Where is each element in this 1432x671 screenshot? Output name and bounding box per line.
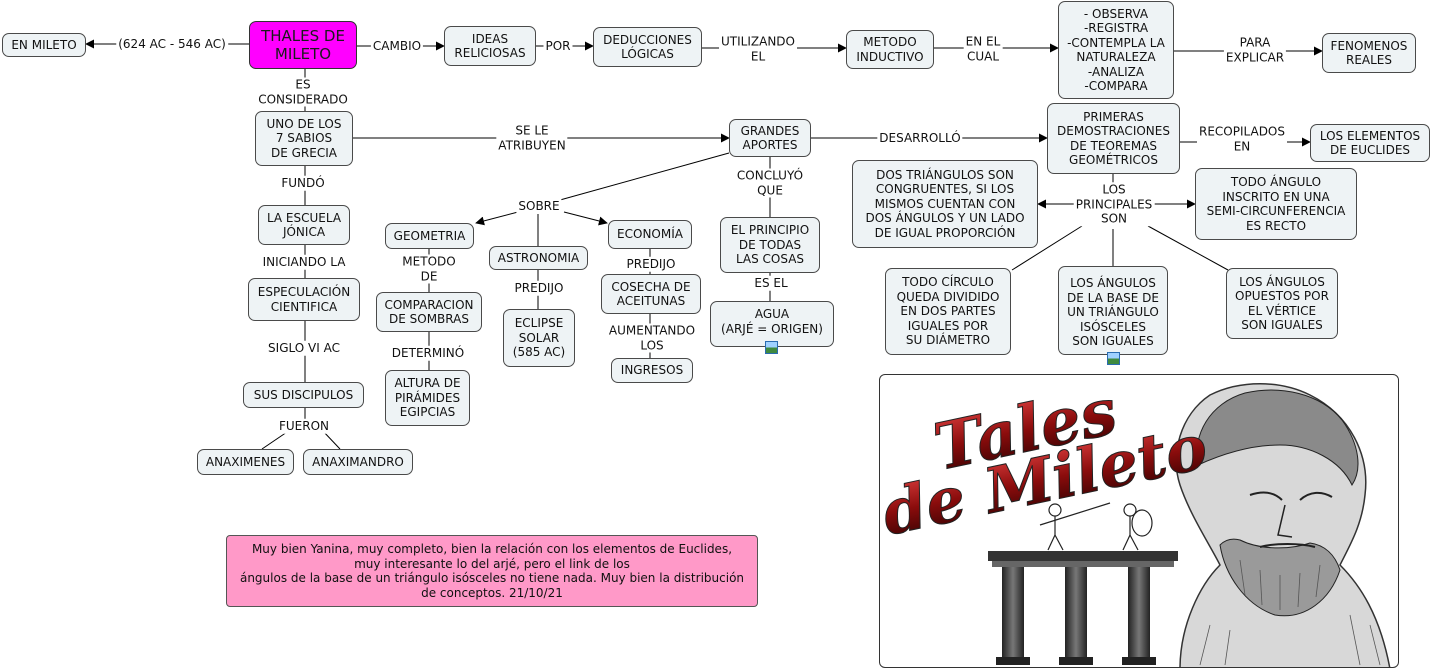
note-line: ángulos de la base de un triángulo isósc…: [239, 571, 745, 585]
greek-columns: [988, 551, 1178, 665]
node-deducciones-logicas[interactable]: DEDUCCIONES LÓGICAS: [593, 27, 702, 67]
node-sus-discipulos[interactable]: SUS DISCIPULOS: [243, 382, 364, 408]
node-triangulos-congruentes[interactable]: DOS TRIÁNGULOS SON CONGRUENTES, SI LOS M…: [852, 160, 1038, 248]
node-ingresos[interactable]: INGRESOS: [611, 358, 693, 383]
label-fechas: (624 AC - 546 AC): [116, 36, 228, 52]
node-escuela-jonica[interactable]: LA ESCUELA JÓNICA: [258, 205, 350, 245]
label-para-explicar: PARA EXPLICAR: [1223, 35, 1287, 65]
node-ideas-religiosas[interactable]: IDEAS RELICIOSAS: [444, 26, 536, 66]
label-cambio: CAMBIO: [370, 38, 424, 54]
node-astronomia[interactable]: ASTRONOMIA: [489, 246, 588, 270]
label-desarrollo: DESARROLLÓ: [877, 130, 963, 146]
node-elementos-euclides[interactable]: LOS ELEMENTOS DE EUCLIDES: [1310, 124, 1430, 162]
image-link-icon[interactable]: [1107, 352, 1120, 365]
label-en-el-cual: EN EL CUAL: [963, 34, 1003, 64]
warriors-drawing: [1039, 502, 1153, 551]
label-se-le-atribuyen: SE LE ATRIBUYEN: [496, 123, 568, 153]
node-primeras-demostraciones[interactable]: PRIMERAS DEMOSTRACIONES DE TEOREMAS GEOM…: [1047, 103, 1180, 174]
node-comparacion-sombras[interactable]: COMPARACION DE SOMBRAS: [376, 292, 482, 332]
label-predijo-astronomia: PREDIJO: [512, 280, 566, 296]
node-circulo-dividido[interactable]: TODO CÍRCULO QUEDA DIVIDIDO EN DOS PARTE…: [885, 268, 1011, 355]
label-aumentando-los: AUMENTANDO LOS: [606, 323, 698, 353]
node-economia[interactable]: ECONOMÍA: [608, 220, 692, 249]
node-metodo-inductivo[interactable]: METODO INDUCTIVO: [846, 30, 934, 69]
image-link-icon[interactable]: [765, 341, 778, 354]
node-geometria[interactable]: GEOMETRIA: [385, 223, 474, 249]
node-grandes-aportes[interactable]: GRANDES APORTES: [729, 119, 811, 157]
note-line: Muy bien Yanina, muy completo, bien la r…: [251, 542, 733, 556]
label-los-principales-son: LOS PRINCIPALES SON: [1073, 182, 1155, 226]
node-altura-piramides[interactable]: ALTURA DE PIRÁMIDES EGIPCIAS: [385, 370, 470, 426]
node-en-mileto[interactable]: EN MILETO: [2, 33, 86, 57]
bust-drawing: [1175, 383, 1391, 667]
label-fundo: FUNDÓ: [279, 175, 327, 191]
node-anaximandro[interactable]: ANAXIMANDRO: [303, 449, 413, 475]
label-es-el: ES EL: [752, 275, 790, 291]
note-line: muy interesante lo del arjé, pero el lin…: [354, 556, 630, 571]
label-sobre: SOBRE: [516, 198, 562, 214]
teacher-feedback-note: Muy bien Yanina, muy completo, bien la r…: [226, 535, 758, 607]
node-angulos-isosceles[interactable]: LOS ÁNGULOS DE LA BASE DE UN TRIÁNGULO I…: [1058, 266, 1168, 355]
label-iniciando-la: INICIANDO LA: [260, 254, 348, 270]
label-utilizando-el: UTILIZANDO EL: [719, 34, 797, 64]
node-cosecha-aceitunas[interactable]: COSECHA DE ACEITUNAS: [601, 274, 701, 314]
root-node-thales[interactable]: THALES DE MILETO: [249, 21, 357, 69]
label-metodo-de: METODO DE: [400, 254, 458, 284]
thales-illustration: Tales de Mileto: [880, 375, 1391, 667]
node-fenomenos-reales[interactable]: FENOMENOS REALES: [1322, 33, 1416, 73]
label-siglo-vi: SIGLO VI AC: [266, 340, 342, 356]
label-por: POR: [543, 38, 573, 54]
label-es-considerado: ES CONSIDERADO: [256, 77, 350, 107]
thales-portrait-image: Tales de Mileto: [879, 374, 1399, 668]
node-eclipse-solar[interactable]: ECLIPSE SOLAR (585 AC): [503, 309, 575, 367]
label-determino: DETERMINÓ: [389, 345, 467, 361]
node-observa-list[interactable]: - OBSERVA -REGISTRA -CONTEMPLA LA NATURA…: [1058, 1, 1174, 99]
label-recopilados-en: RECOPILADOS EN: [1197, 124, 1287, 154]
node-angulos-opuestos[interactable]: LOS ÁNGULOS OPUESTOS POR EL VÉRTICE SON …: [1226, 268, 1338, 339]
node-anaximenes[interactable]: ANAXIMENES: [197, 449, 294, 475]
node-especulacion-cientifica[interactable]: ESPECULACIÓN CIENTIFICA: [248, 278, 360, 321]
label-fueron: FUERON: [276, 418, 332, 434]
label-predijo-economia: PREDIJO: [624, 256, 678, 272]
label-concluyo-que: CONCLUYÓ QUE: [734, 168, 806, 198]
node-angulo-inscrito[interactable]: TODO ÁNGULO INSCRITO EN UNA SEMI-CIRCUNF…: [1195, 168, 1357, 240]
node-siete-sabios[interactable]: UNO DE LOS 7 SABIOS DE GRECIA: [255, 111, 353, 166]
node-principio-cosas[interactable]: EL PRINCIPIO DE TODAS LAS COSAS: [720, 217, 820, 273]
note-line: de conceptos. 21/10/21: [421, 585, 563, 600]
node-agua-arje[interactable]: AGUA (ARJÉ = ORIGEN): [710, 301, 834, 347]
